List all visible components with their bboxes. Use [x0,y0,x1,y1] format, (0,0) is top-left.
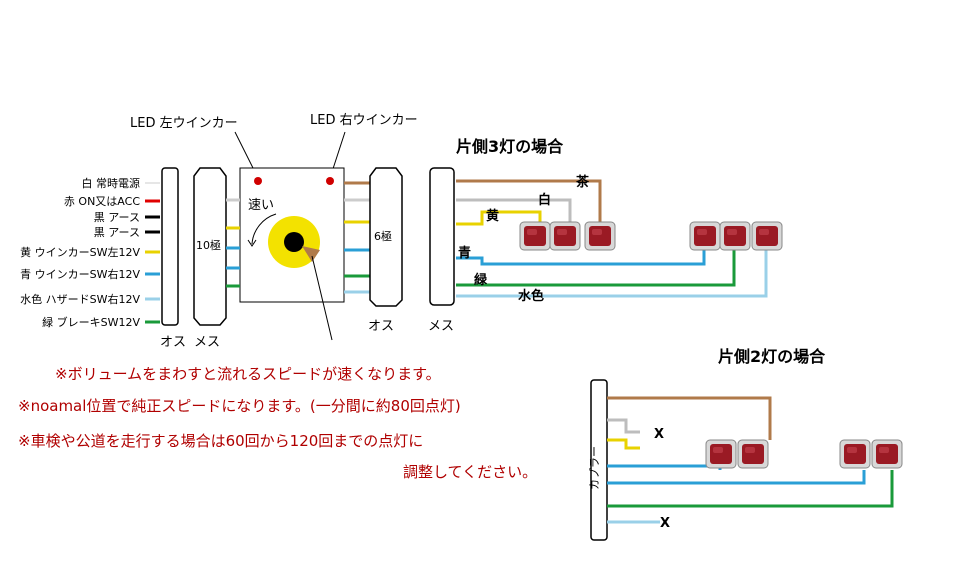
label-led-left: LED 左ウインカー [130,116,238,131]
pin6-label: 6極 [374,229,392,243]
lamp [705,439,737,469]
x-mark: X [654,427,664,442]
pointer-knob [311,255,333,341]
male2-label: オス [368,319,394,334]
lamp [751,221,783,251]
left-wire-label: 青 ウインカーSW右12V [20,267,140,281]
male1-label: オス [160,335,186,350]
x-mark: X [660,516,670,531]
lamp [737,439,769,469]
left-wire-label: 黒 アース [94,211,140,224]
wire [456,179,602,222]
note-line: ※ボリュームをまわすと流れるスピードが速くなります。 [55,365,441,383]
wire-label: 水色 [518,288,544,304]
left-female-connector [193,167,227,326]
wire [456,198,572,222]
right-male-connector [369,167,403,307]
section2-wiring: XX [607,396,903,531]
lamp [519,221,551,251]
note-line: ※noamal位置で純正スピードになります。(一分間に約80回点灯) [18,397,461,415]
left-wire-label: 赤 ON又はACC [64,195,140,208]
wire-label: 黄 [486,208,499,224]
wire [456,210,542,226]
speed-knob-center [284,232,304,252]
left-wire-stubs [145,182,160,324]
wire [607,470,894,508]
lamp [719,221,751,251]
wire [456,250,736,287]
label-led-right: LED 右ウインカー [310,113,418,128]
led-right-indicator [326,177,334,185]
notes: ※ボリュームをまわすと流れるスピードが速くなります。 ※noamal位置で純正スピ… [18,365,537,481]
wire-label: 白 [538,192,551,208]
section3-title: 片側3灯の場合 [456,137,564,156]
right-female-connector [429,167,455,306]
speed-label: 速い [248,198,274,213]
note-line: 調整してください。 [403,463,537,481]
wire [607,438,640,450]
coupler-connector [590,379,608,541]
wire [456,250,768,298]
note-line: ※車検や公道を走行する場合は60回から120回までの点灯に [18,432,423,450]
arrow-head-icon [247,239,257,247]
wire [607,470,866,485]
lamp [689,221,721,251]
knob-pointer [302,246,320,262]
wire-label: 青 [458,245,471,261]
section2-title: 片側2灯の場合 [718,347,826,366]
left-wire-label: 緑 ブレーキSW12V [42,315,140,329]
left-wire-label: 水色 ハザードSW右12V [20,292,140,306]
wire-label: 茶 [576,174,590,190]
lamp [584,221,616,251]
middle-wire-stubs [226,181,370,294]
lamp [839,439,871,469]
female2-label: メス [428,319,454,334]
wire [607,464,722,470]
pin10-label: 10極 [196,238,221,252]
lamp [549,221,581,251]
coupler-label: カプラー [588,446,601,490]
left-wire-label: 白 常時電源 [82,176,141,190]
left-wire-label: 黒 アース [94,226,140,239]
wire [607,418,640,434]
wire-label: 緑 [474,272,488,288]
wire [607,396,772,440]
lamp [871,439,903,469]
female1-label: メス [194,335,220,350]
led-left-indicator [254,177,262,185]
left-wire-label: 黄 ウインカーSW左12V [20,245,140,259]
left-male-connector [161,167,179,326]
rotation-arrow-icon [251,213,277,245]
wire [456,246,706,266]
